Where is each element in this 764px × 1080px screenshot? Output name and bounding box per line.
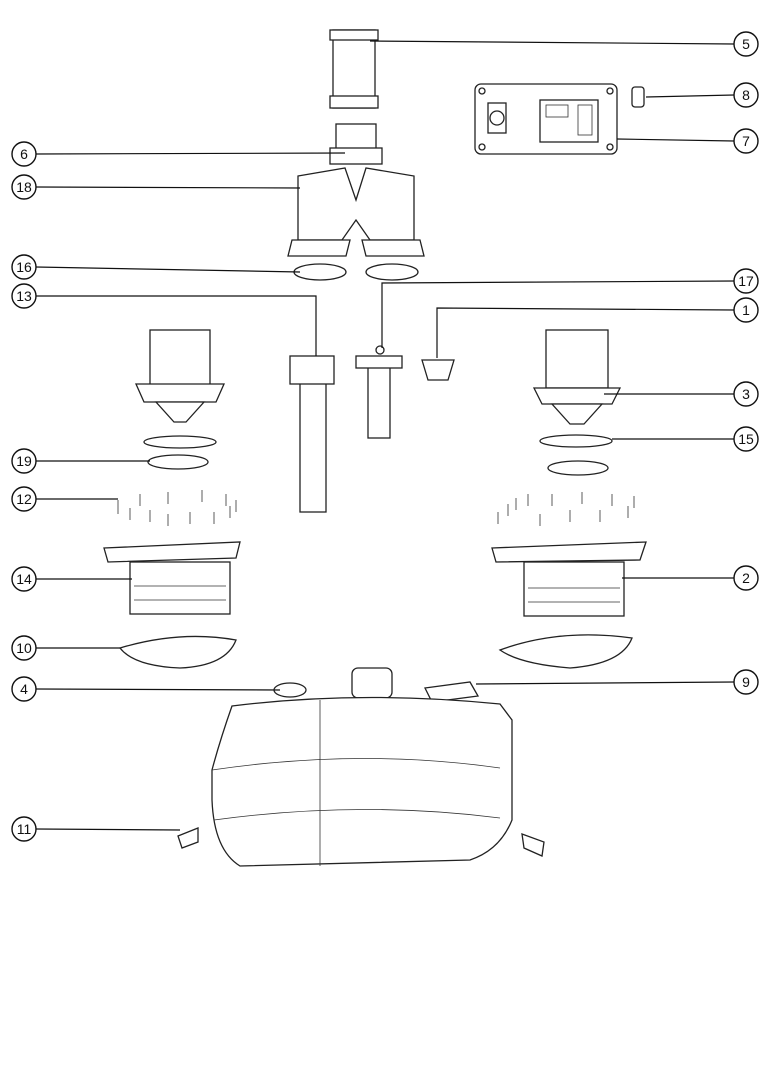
svg-text:7: 7 [742, 133, 750, 149]
callout-17: 17 [733, 268, 759, 294]
svg-text:2: 2 [742, 570, 750, 586]
part-collecting-tank [211, 667, 513, 867]
part-gasket-left [118, 635, 237, 669]
svg-text:15: 15 [738, 431, 754, 447]
svg-text:11: 11 [17, 821, 32, 837]
part-discharge-manifold [287, 123, 425, 257]
svg-text:6: 6 [20, 146, 28, 162]
svg-text:12: 12 [16, 491, 32, 507]
svg-text:14: 14 [16, 571, 32, 587]
part-control-box [474, 83, 618, 155]
callout-11: 11 [11, 816, 37, 842]
callout-13: 13 [11, 283, 37, 309]
part-check-valve-plates [293, 263, 419, 281]
part-pump-housing-left [103, 541, 241, 615]
part-pump-housing-right [491, 541, 647, 617]
part-o-ring-right [539, 434, 613, 448]
callout-4: 4 [11, 676, 37, 702]
callout-12: 12 [11, 486, 37, 512]
svg-text:13: 13 [16, 288, 32, 304]
part-level-tube [289, 355, 335, 513]
svg-text:19: 19 [16, 453, 32, 469]
part-bracket-right [521, 833, 545, 857]
callout-7: 7 [733, 128, 759, 154]
svg-text:16: 16 [16, 259, 32, 275]
svg-text:8: 8 [742, 87, 750, 103]
svg-text:17: 17 [738, 273, 754, 289]
svg-text:10: 10 [16, 640, 32, 656]
part-seal-right [547, 460, 609, 476]
svg-text:3: 3 [742, 386, 750, 402]
callout-3: 3 [733, 381, 759, 407]
leader-lines [35, 40, 735, 831]
part-sensor [355, 345, 403, 439]
callout-10: 10 [11, 635, 37, 661]
part-motor-left [134, 329, 226, 423]
callout-8: 8 [733, 82, 759, 108]
part-screws-right [497, 492, 635, 526]
callout-5: 5 [733, 31, 759, 57]
part-gasket-right [498, 634, 633, 669]
part-pipe-sleeve [329, 29, 379, 109]
callout-9: 9 [733, 669, 759, 695]
part-bracket-left [177, 827, 199, 849]
svg-text:18: 18 [16, 179, 32, 195]
svg-text:9: 9 [742, 674, 750, 690]
part-motor-right [532, 329, 622, 425]
callout-6: 6 [11, 141, 37, 167]
callout-14: 14 [11, 566, 37, 592]
svg-text:4: 4 [20, 681, 28, 697]
callout-16: 16 [11, 254, 37, 280]
part-screws-left [117, 490, 237, 526]
callout-2: 2 [733, 565, 759, 591]
callout-18: 18 [11, 174, 37, 200]
part-seal-left [147, 454, 209, 470]
callout-1: 1 [733, 297, 759, 323]
svg-text:5: 5 [742, 36, 750, 52]
callout-15: 15 [733, 426, 759, 452]
part-o-ring-left [143, 435, 217, 449]
part-valve-insert [421, 359, 455, 381]
part-fuse [631, 86, 645, 108]
callout-19: 19 [11, 448, 37, 474]
svg-text:1: 1 [742, 302, 750, 318]
